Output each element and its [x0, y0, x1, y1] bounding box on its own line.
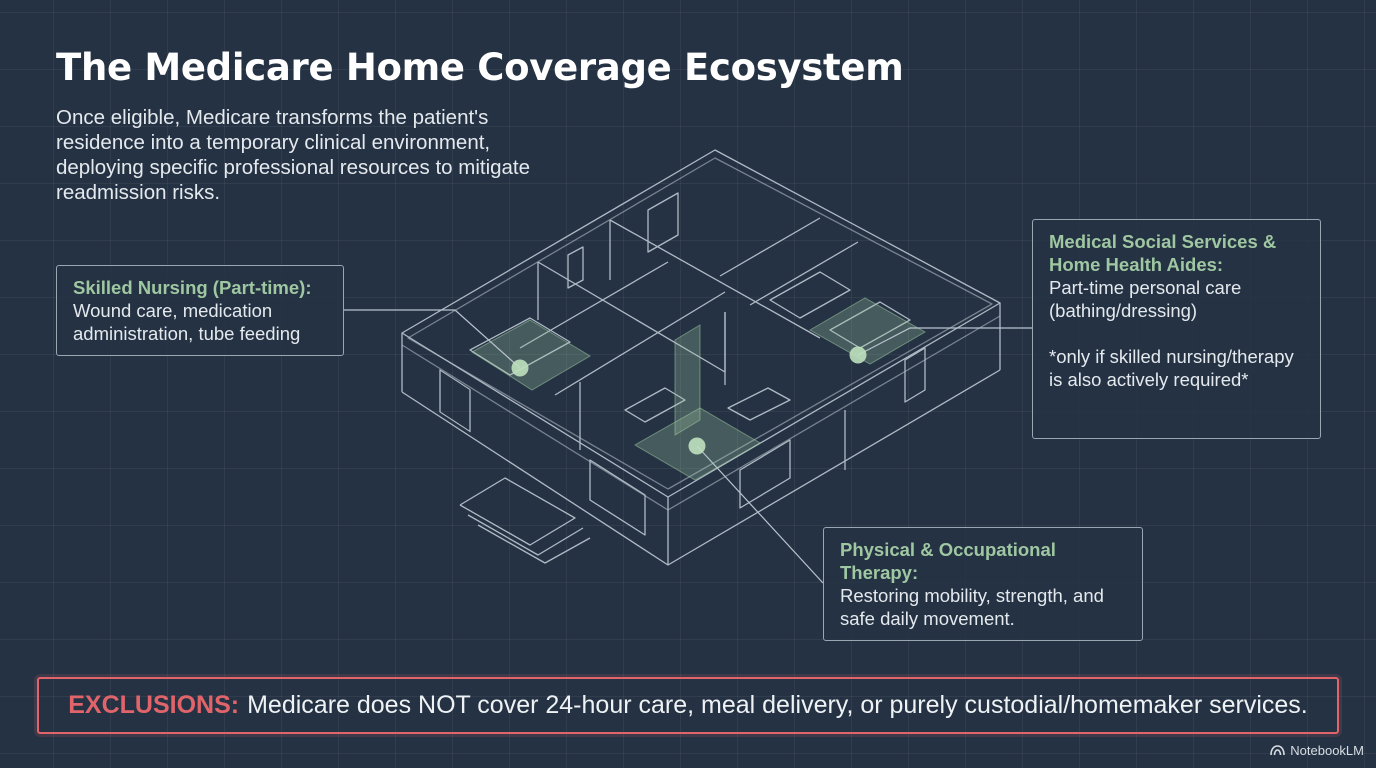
- nursing-zone-highlight: [471, 319, 591, 391]
- callout-title: Medical Social Services & Home Health Ai…: [1049, 231, 1277, 275]
- callout-note: *only if skilled nursing/therapy is also…: [1049, 346, 1294, 390]
- notebooklm-logo-icon: [1270, 745, 1286, 756]
- brand-name: NotebookLM: [1290, 743, 1364, 758]
- callout-therapy: Physical & Occupational Therapy: Restori…: [823, 527, 1143, 641]
- callout-social-services: Medical Social Services & Home Health Ai…: [1032, 219, 1321, 439]
- therapy-leader-line: [696, 445, 824, 584]
- intro-text: Once eligible, Medicare transforms the p…: [56, 106, 531, 204]
- exclusions-label: EXCLUSIONS:: [68, 691, 240, 719]
- callout-body: Part-time personal care (bathing/dressin…: [1049, 277, 1242, 321]
- brand-watermark: NotebookLM: [1270, 743, 1364, 758]
- callout-title: Skilled Nursing (Part-time):: [73, 277, 312, 298]
- exclusions-banner: EXCLUSIONS: Medicare does NOT cover 24-h…: [37, 677, 1339, 734]
- therapy-marker: [688, 437, 706, 455]
- nursing-leader-line: [344, 309, 521, 369]
- callout-title: Physical & Occupational Therapy:: [840, 539, 1056, 583]
- nursing-marker: [511, 359, 529, 377]
- exclusions-text: Medicare does NOT cover 24-hour care, me…: [247, 691, 1308, 719]
- social-marker: [849, 346, 867, 364]
- social-leader-line: [857, 327, 1032, 356]
- callout-skilled-nursing: Skilled Nursing (Part-time): Wound care,…: [56, 265, 344, 356]
- callout-body: Wound care, medication administration, t…: [73, 300, 301, 344]
- page-title: The Medicare Home Coverage Ecosystem: [56, 46, 904, 89]
- social-zone-highlight: [808, 297, 927, 365]
- callout-body: Restoring mobility, strength, and safe d…: [840, 585, 1104, 629]
